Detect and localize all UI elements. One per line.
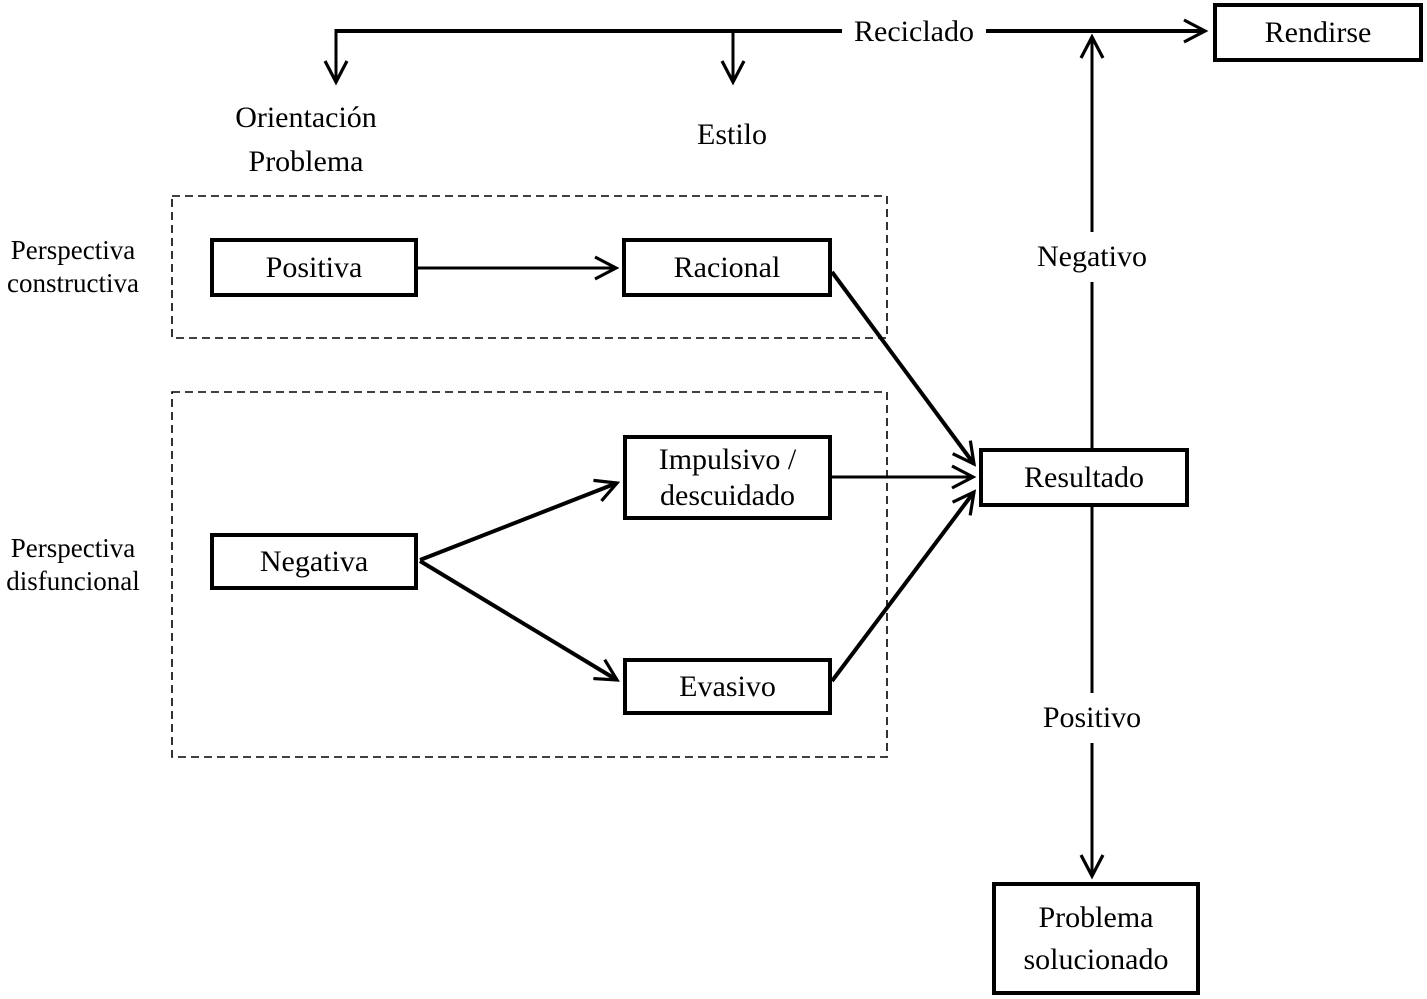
node-resultado-label: Resultado xyxy=(1024,461,1144,494)
label-reciclado: Reciclado xyxy=(842,7,986,57)
node-negativa-label: Negativa xyxy=(259,545,369,578)
arrow-negativa-to-impulsivo xyxy=(419,478,621,562)
node-rendirse-label: Rendirse xyxy=(1264,16,1372,49)
node-problema-label-line2: solucionado xyxy=(1023,942,1169,976)
label-orientacion-line2: Problema xyxy=(248,145,364,178)
node-resultado: Resultado xyxy=(979,448,1189,507)
node-impulsivo-label-line1: Impulsivo / xyxy=(658,442,797,476)
group-box-constructiva xyxy=(171,195,888,339)
label-orientacion-line1: Orientación xyxy=(235,101,377,134)
arrow-negativa-to-evasivo xyxy=(418,559,620,682)
label-constructiva-line1: Perspectiva xyxy=(10,235,136,265)
node-rendirse: Rendirse xyxy=(1213,3,1423,62)
node-positiva: Positiva xyxy=(210,238,418,297)
label-orientacion-problema: Orientación Problema xyxy=(235,96,377,184)
label-perspectiva-disfuncional: Perspectiva disfuncional xyxy=(0,532,146,598)
node-evasivo: Evasivo xyxy=(623,658,832,715)
label-positivo: Positivo xyxy=(1030,693,1154,743)
node-problema-solucionado: Problema solucionado xyxy=(992,882,1200,995)
label-constructiva-line2: constructiva xyxy=(7,268,139,298)
node-negativa: Negativa xyxy=(210,533,418,590)
node-racional-label: Racional xyxy=(673,251,781,284)
arrow-racional-to-resultado xyxy=(830,270,977,467)
arrow-evasivo-to-resultado xyxy=(830,489,977,683)
node-impulsivo-label-line2: descuidado xyxy=(660,478,795,512)
node-problema-label-line1: Problema xyxy=(1038,900,1154,934)
node-evasivo-label: Evasivo xyxy=(679,670,776,703)
group-box-disfuncional xyxy=(171,391,888,758)
label-disfuncional-line2: disfuncional xyxy=(6,566,140,596)
node-positiva-label: Positiva xyxy=(265,251,363,284)
label-negativo: Negativo xyxy=(1025,232,1159,282)
node-racional: Racional xyxy=(622,238,832,297)
label-estilo: Estilo xyxy=(696,118,768,151)
label-disfuncional-line1: Perspectiva xyxy=(10,533,136,563)
node-impulsivo-descuidado: Impulsivo / descuidado xyxy=(623,435,832,520)
label-perspectiva-constructiva: Perspectiva constructiva xyxy=(0,234,146,300)
